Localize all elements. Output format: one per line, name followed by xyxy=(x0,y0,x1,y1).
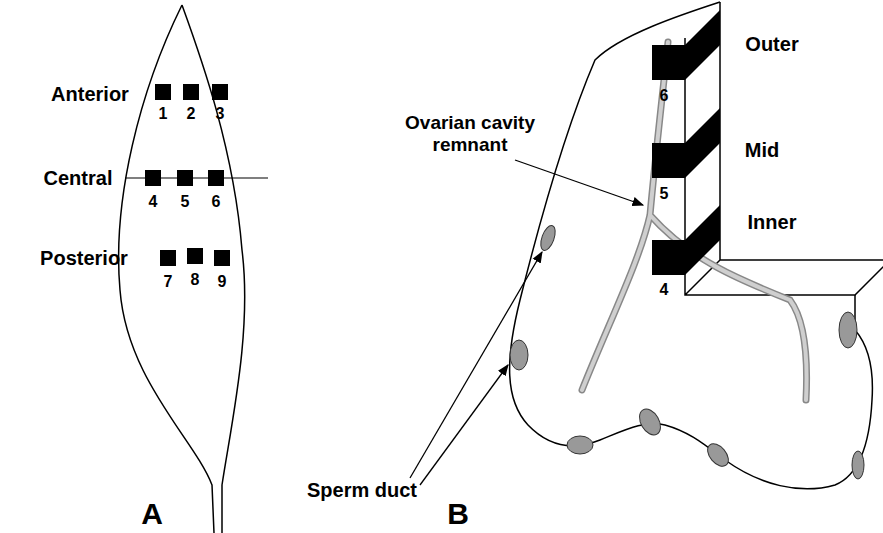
callout-number: 1 xyxy=(159,105,168,123)
part-label: Sperm duct xyxy=(307,479,417,502)
layer-label: Outer xyxy=(745,33,798,56)
callout-number: 3 xyxy=(216,105,225,123)
tissue-outline xyxy=(119,5,245,533)
callout-number: 5 xyxy=(181,193,190,211)
depth-bars xyxy=(652,10,720,275)
callout-number: 9 xyxy=(218,273,227,291)
callout-number: 6 xyxy=(212,193,221,211)
layer-label: Mid xyxy=(745,139,779,162)
region-label: Central xyxy=(44,167,113,190)
callout-number: 5 xyxy=(660,185,669,203)
region-label: Anterior xyxy=(51,83,129,106)
cavity-fill xyxy=(582,42,807,400)
panel-letter: A xyxy=(141,497,163,532)
ovarian-cavity-remnant xyxy=(582,42,807,400)
panel-letter: B xyxy=(447,497,469,532)
callout-number: 2 xyxy=(187,105,196,123)
callout-number: 6 xyxy=(660,87,669,105)
layer-label: Inner xyxy=(748,211,797,234)
callout-number: 7 xyxy=(164,273,173,291)
sample-squares xyxy=(145,84,230,266)
callout-number: 4 xyxy=(149,193,158,211)
section-line xyxy=(125,177,268,178)
leader-arrows xyxy=(410,160,643,485)
tissue-section-outline xyxy=(510,2,873,489)
callout-number: 8 xyxy=(191,271,200,289)
part-label: Ovarian cavity remnant xyxy=(395,112,545,156)
region-label: Posterior xyxy=(40,247,128,270)
callout-number: 4 xyxy=(660,281,669,299)
